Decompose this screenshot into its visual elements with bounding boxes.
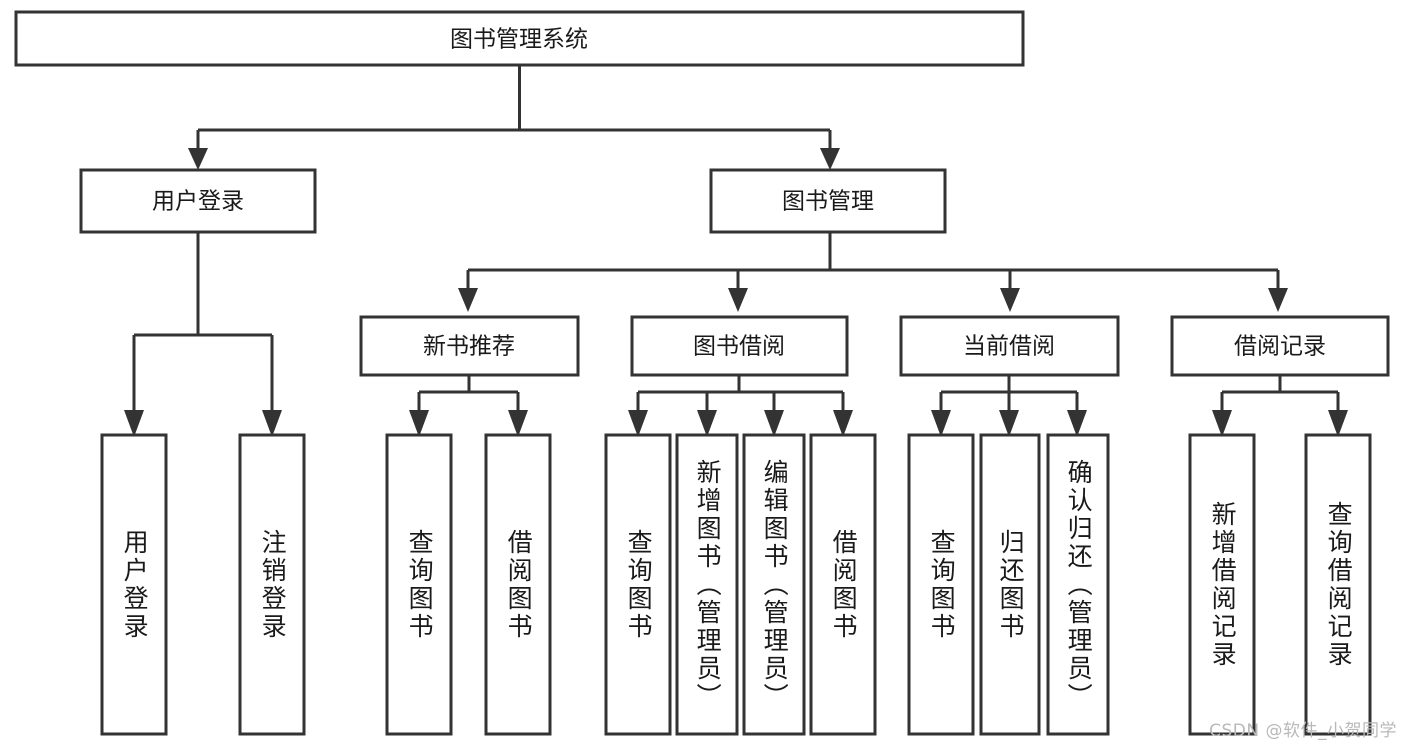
- arrow-newbook-leaf1: [409, 410, 429, 437]
- arrow-userlogin-leaf2: [262, 410, 282, 437]
- leaf-box-logout[interactable]: [238, 433, 306, 736]
- node-root-label: 图书管理系统: [450, 27, 588, 53]
- node-user-login-box[interactable]: [79, 168, 317, 234]
- csdn-watermark: CSDN @软件_小贺同学: [1209, 721, 1397, 741]
- node-current-borrow-box[interactable]: [899, 315, 1120, 377]
- arrow-bookborrow-leaf4: [833, 410, 853, 437]
- node-new-book-box[interactable]: [359, 315, 580, 377]
- arrow-borrowrecord-leaf2: [1328, 410, 1348, 437]
- leaf-box-query-book-1[interactable]: [385, 433, 453, 736]
- leaf-box-confirm-return-admin[interactable]: [1046, 433, 1110, 736]
- node-current-borrow-label: 当前借阅: [963, 334, 1055, 360]
- arrow-to-book-mgmt: [820, 148, 840, 170]
- node-root-box[interactable]: [14, 10, 1025, 67]
- arrow-to-new-book: [458, 288, 478, 312]
- arrow-to-current-borrow: [1000, 288, 1020, 312]
- node-borrow-record-box[interactable]: [1170, 315, 1390, 377]
- arrow-bookborrow-leaf3: [764, 410, 784, 437]
- leaf-box-borrow-book-2[interactable]: [809, 433, 877, 736]
- leaf-box-query-book-2[interactable]: [604, 433, 672, 736]
- arrow-to-user-login: [188, 148, 208, 170]
- arrow-to-borrow-record: [1268, 288, 1288, 312]
- node-user-login-label: 用户登录: [152, 189, 244, 215]
- nodes-layer: 图书管理系统 用户登录 图书管理 新书推荐 图书借阅 当前借阅 借阅记录: [14, 10, 1390, 736]
- leaf-box-add-book-admin[interactable]: [675, 433, 739, 736]
- node-book-borrow-box[interactable]: [630, 315, 849, 377]
- connectors-layer: [124, 65, 1348, 437]
- leaf-box-user-login[interactable]: [100, 433, 168, 736]
- leaf-box-edit-book-admin[interactable]: [742, 433, 806, 736]
- arrow-userlogin-leaf1: [124, 410, 144, 437]
- leaf-box-query-book-3[interactable]: [907, 433, 975, 736]
- node-borrow-record-label: 借阅记录: [1234, 334, 1326, 360]
- arrow-currentborrow-leaf1: [931, 410, 951, 437]
- node-book-borrow-label: 图书借阅: [693, 334, 785, 360]
- leaf-box-return-book[interactable]: [979, 433, 1041, 736]
- leaf-box-query-borrow-record[interactable]: [1304, 433, 1372, 736]
- arrow-currentborrow-leaf3: [1067, 410, 1087, 437]
- leaf-box-add-borrow-record[interactable]: [1188, 433, 1256, 736]
- arrow-borrowrecord-leaf1: [1212, 410, 1232, 437]
- arrow-newbook-leaf2: [508, 410, 528, 437]
- arrow-to-book-borrow: [728, 288, 748, 312]
- node-book-mgmt-box[interactable]: [709, 168, 947, 234]
- arrow-bookborrow-leaf2: [697, 410, 717, 437]
- node-book-mgmt-label: 图书管理: [782, 189, 874, 215]
- arrow-bookborrow-leaf1: [628, 410, 648, 437]
- arrow-currentborrow-leaf2: [999, 410, 1019, 437]
- leaf-box-borrow-book-1[interactable]: [484, 433, 552, 736]
- node-new-book-label: 新书推荐: [423, 334, 515, 360]
